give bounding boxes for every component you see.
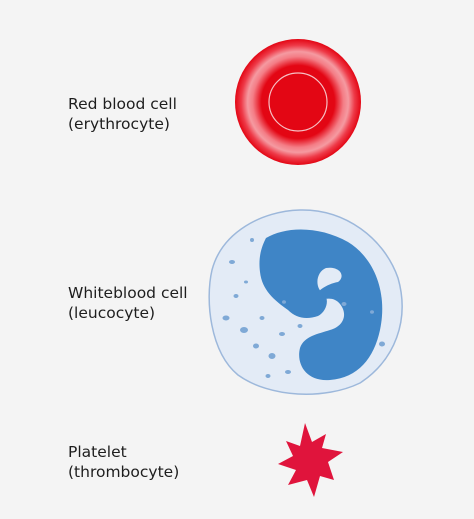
- platelet-shape: [278, 423, 343, 497]
- platelet-illustration: [278, 423, 343, 497]
- white-blood-cell-alt-name: (leucocyte): [68, 304, 156, 322]
- red-blood-cell-alt-name: (erythrocyte): [68, 115, 170, 133]
- red-blood-cell-center: [268, 72, 328, 132]
- red-blood-cell-label: Red blood cell (erythrocyte): [68, 94, 177, 134]
- white-blood-cell-label: Whiteblood cell (leucocyte): [68, 283, 188, 323]
- white-blood-cell-name: Whiteblood cell: [68, 284, 188, 302]
- platelet-label: Platelet (thrombocyte): [68, 442, 179, 482]
- white-blood-cell-granules: [222, 238, 385, 378]
- platelet-name: Platelet: [68, 443, 127, 461]
- platelet-alt-name: (thrombocyte): [68, 463, 180, 481]
- white-blood-cell-illustration: [208, 209, 403, 395]
- red-blood-cell-name: Red blood cell: [68, 95, 177, 113]
- white-blood-cell-nucleus: [259, 229, 383, 381]
- red-blood-cell-illustration: [235, 39, 361, 165]
